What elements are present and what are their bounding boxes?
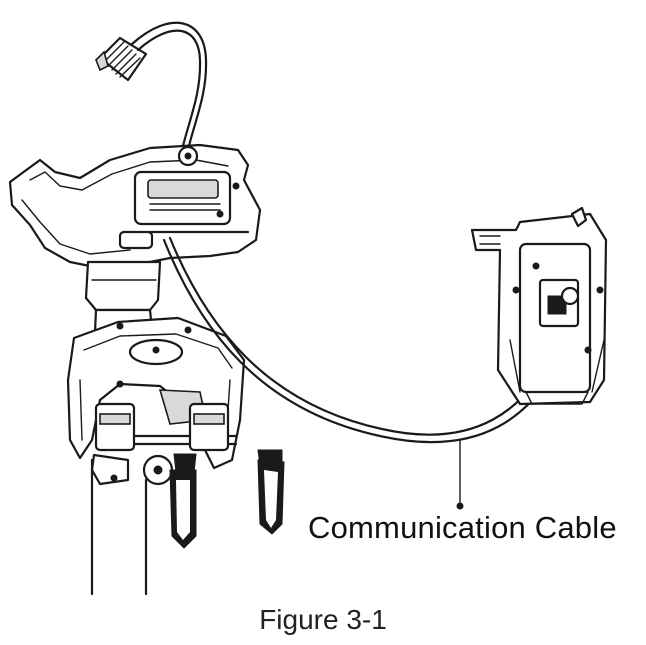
- figure-caption: Figure 3-1: [259, 604, 387, 635]
- callout-leader-dot: [456, 502, 464, 510]
- communication-module: [470, 206, 608, 406]
- callout-label: Communication Cable: [308, 510, 617, 545]
- clamp-fingers: [169, 449, 285, 549]
- connector-head: [95, 36, 148, 82]
- gooseneck-cable: [130, 21, 208, 152]
- top-cradle: [8, 143, 262, 270]
